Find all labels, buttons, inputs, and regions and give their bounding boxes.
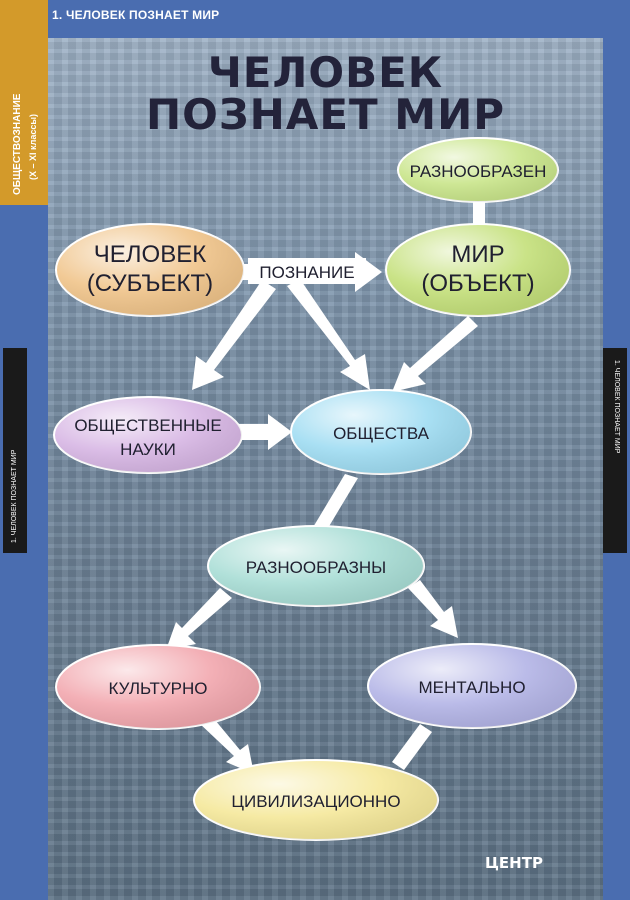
arrow-poznanie-to-obshchestva [287,279,370,390]
node-mentalno-label: МЕНТАЛЬНО [418,678,525,697]
title-line-2: ПОЗНАЕТ МИР [145,90,506,139]
svg-text:РАЗНООБРАЗЕН: РАЗНООБРАЗЕН [410,162,547,181]
node-nauki-line-1: ОБЩЕСТВЕННЫЕ [74,416,221,435]
subject-tab: ОБЩЕСТВОЗНАНИЕ (X – XI классы) [0,0,48,205]
line-obshchestva-to-raznoobrazny [309,474,358,538]
right-side-bar: 1. ЧЕЛОВЕК ПОЗНАЕТ МИР [603,348,627,553]
svg-text:МЕНТАЛЬНО: МЕНТАЛЬНО [418,678,525,697]
node-chelovek: ЧЕЛОВЕК (СУБЪЕКТ) [55,223,245,317]
node-civilizacionno: ЦИВИЛИЗАЦИОННО [193,759,439,841]
svg-text:КУЛЬТУРНО: КУЛЬТУРНО [109,679,208,698]
svg-text:ЧЕЛОВЕК: ЧЕЛОВЕК [94,241,206,268]
node-mir: МИР (ОБЪЕКТ) [385,223,571,317]
node-obshchestvennye-nauki: ОБЩЕСТВЕННЫЕ НАУКИ [53,396,243,474]
arrow-kulturno-to-civilizacionno [198,714,254,774]
node-nauki-line-2: НАУКИ [120,440,176,459]
arrow-mir-to-obshchestva [392,316,478,392]
node-raznoobrazny-label: РАЗНООБРАЗНЫ [246,558,386,577]
poster-title: ЧЕЛОВЕК ПОЗНАЕТ МИР [48,52,603,136]
header-strip [48,0,630,38]
node-chelovek-line-2: (СУБЪЕКТ) [87,270,213,297]
node-poznanie: ПОЗНАНИЕ [248,258,366,284]
node-raznoobrazen-label: РАЗНООБРАЗЕН [410,162,547,181]
svg-text:ОБЩЕСТВЕННЫЕ: ОБЩЕСТВЕННЫЕ [74,416,221,435]
svg-text:(СУБЪЕКТ): (СУБЪЕКТ) [87,270,213,297]
svg-text:МИР: МИР [451,241,504,268]
connectors [166,202,485,774]
arrow-poznanie-to-nauki [192,280,276,390]
publisher-logo-text: ЦЕНТР [485,854,543,872]
line-mentalno-to-civilizacionno [392,724,432,770]
arrow-nauki-to-obshchestva [238,414,292,450]
header-title: 1. ЧЕЛОВЕК ПОЗНАЕТ МИР [52,8,220,22]
node-mir-line-1: МИР [451,241,504,268]
svg-text:ОБЩЕСТВА: ОБЩЕСТВА [333,424,430,443]
node-chelovek-line-1: ЧЕЛОВЕК [94,241,206,268]
svg-text:НАУКИ: НАУКИ [120,440,176,459]
node-poznanie-label: ПОЗНАНИЕ [259,263,354,282]
node-obshchestva: ОБЩЕСТВА [290,389,472,475]
publisher-logo: ЦЕНТР [485,852,595,882]
node-kulturno: КУЛЬТУРНО [55,644,261,730]
svg-text:ЦИВИЛИЗАЦИОННО: ЦИВИЛИЗАЦИОННО [231,792,400,811]
svg-text:РАЗНООБРАЗНЫ: РАЗНООБРАЗНЫ [246,558,386,577]
title-line-1: ЧЕЛОВЕК [207,48,444,97]
node-raznoobrazen: РАЗНООБРАЗЕН [397,137,559,203]
left-side-bar: 1. ЧЕЛОВЕК ПОЗНАЕТ МИР [3,348,27,553]
svg-text:ПОЗНАНИЕ: ПОЗНАНИЕ [259,263,354,282]
node-kulturno-label: КУЛЬТУРНО [109,679,208,698]
arrow-raznoobrazny-to-mentalno [408,580,458,638]
node-obshchestva-label: ОБЩЕСТВА [333,424,430,443]
node-mir-line-2: (ОБЪЕКТ) [421,270,534,297]
node-raznoobrazny: РАЗНООБРАЗНЫ [207,525,425,607]
node-mentalno: МЕНТАЛЬНО [367,643,577,729]
node-civilizacionno-label: ЦИВИЛИЗАЦИОННО [231,792,400,811]
svg-text:(ОБЪЕКТ): (ОБЪЕКТ) [421,270,534,297]
arrow-raznoobrazny-to-kulturno [166,588,232,650]
